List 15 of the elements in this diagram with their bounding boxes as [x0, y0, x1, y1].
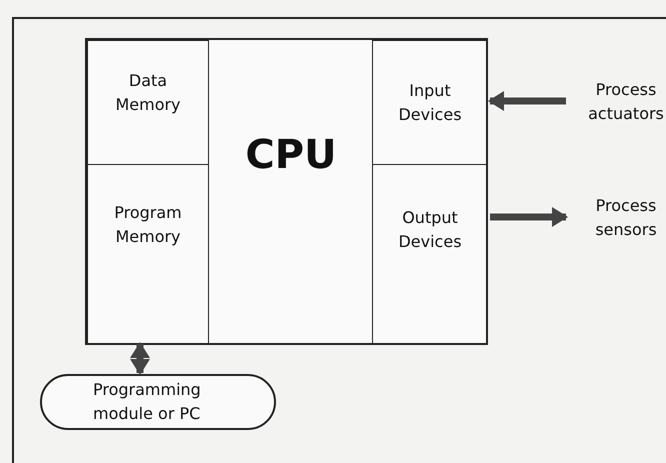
node-label: Input Devices	[397, 80, 463, 126]
block-arrow	[130, 342, 150, 375]
node-label: Programming module or PC	[93, 379, 202, 425]
cpu-label: CPU	[244, 131, 338, 180]
unit-cell	[87, 164, 209, 345]
node-label: Process actuators	[587, 79, 665, 125]
block-arrow	[488, 91, 566, 111]
node-label: Data Memory	[114, 70, 182, 116]
unit-cell	[87, 40, 209, 165]
node-label: Program Memory	[113, 202, 183, 248]
cpu-box	[85, 38, 488, 345]
node-label: Output Devices	[397, 206, 463, 252]
block-arrow	[490, 207, 568, 227]
node-label: Process sensors	[594, 195, 658, 241]
unit-cell	[372, 40, 488, 165]
